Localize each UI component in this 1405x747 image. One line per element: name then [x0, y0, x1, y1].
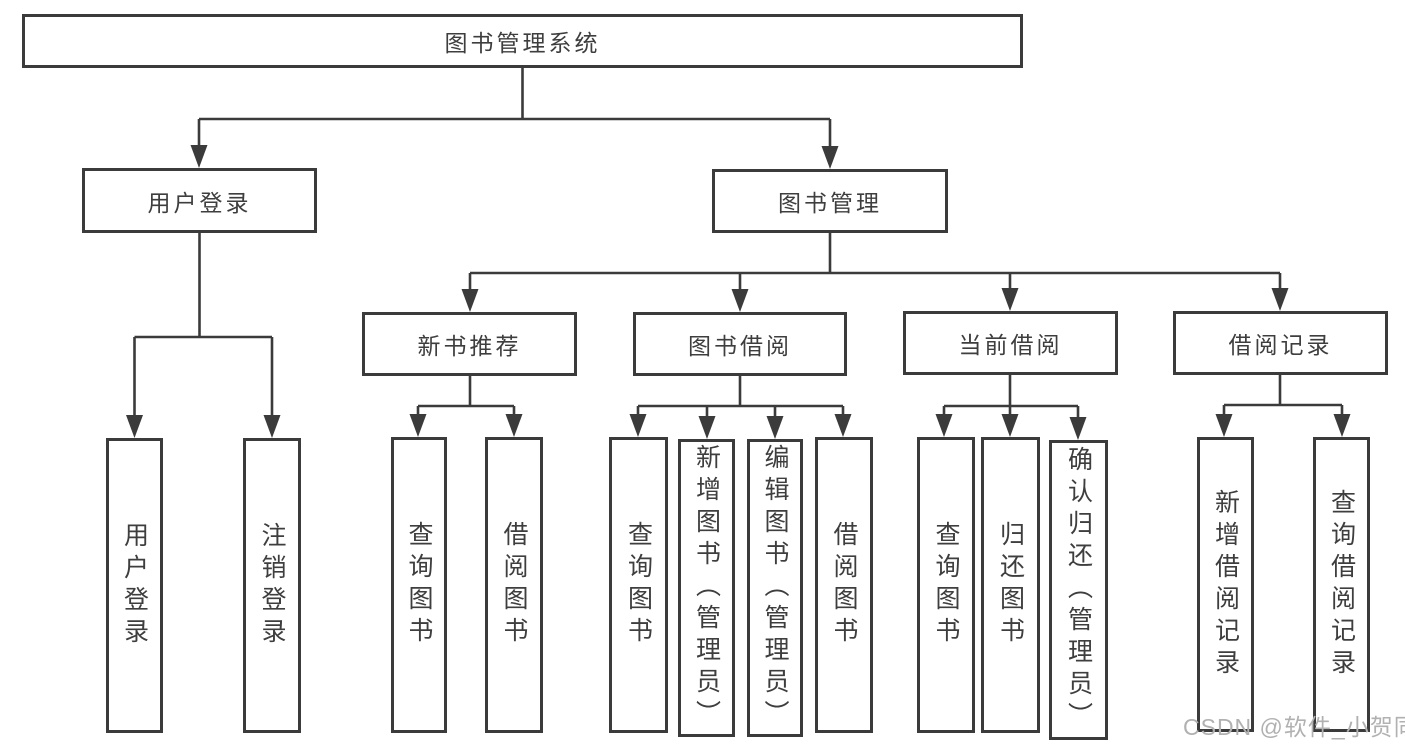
node-book-management: 图书管理 [712, 169, 948, 233]
node-current-borrowing: 当前借阅 [903, 311, 1118, 375]
node-user-login: 用户登录 [82, 168, 317, 233]
leaf-user-login: 用户登录 [106, 438, 163, 733]
leaf-return-books: 归还图书 [981, 437, 1040, 733]
leaf-query-books-3: 查询图书 [917, 437, 975, 733]
node-label: 新书推荐 [417, 333, 522, 359]
node-label: 用户登录 [147, 189, 252, 216]
node-borrow-records: 借阅记录 [1173, 311, 1388, 375]
node-label: 编辑图书（管理员） [761, 444, 789, 732]
node-label: 注销登录 [258, 521, 286, 650]
node-new-book-recommend: 新书推荐 [362, 312, 577, 376]
node-label: 借阅图书 [500, 521, 528, 649]
node-label: 用户登录 [120, 521, 149, 650]
node-label: 借阅图书 [830, 521, 858, 649]
node-label: 查询图书 [624, 521, 653, 649]
node-label: 归还图书 [996, 521, 1025, 649]
node-label: 图书管理 [778, 190, 882, 216]
leaf-add-books-admin: 新增图书（管理员） [678, 439, 735, 737]
node-label: 图书管理系统 [444, 30, 601, 56]
node-label: 查询图书 [932, 521, 960, 649]
leaf-borrow-books-1: 借阅图书 [485, 437, 543, 733]
leaf-query-borrow-record: 查询借阅记录 [1313, 437, 1370, 732]
node-label: 当前借阅 [958, 332, 1063, 358]
csdn-watermark: CSDN @软件_小贺同学 [1183, 714, 1405, 740]
node-label: 图书借阅 [688, 333, 792, 359]
leaf-query-books-2: 查询图书 [609, 437, 668, 733]
leaf-confirm-return-admin: 确认归还（管理员） [1049, 440, 1108, 740]
arrowheads [126, 145, 1351, 440]
node-label: 借阅记录 [1228, 332, 1333, 358]
leaf-query-books-1: 查询图书 [391, 437, 447, 733]
leaf-logout: 注销登录 [243, 438, 301, 733]
node-book-borrowing: 图书借阅 [633, 312, 847, 376]
node-label: 查询借阅记录 [1327, 488, 1356, 681]
node-library-system: 图书管理系统 [22, 14, 1023, 68]
leaf-add-borrow-record: 新增借阅记录 [1197, 437, 1254, 732]
node-label: 新增借阅记录 [1211, 488, 1240, 681]
node-label: 确认归还（管理员） [1064, 446, 1093, 734]
leaf-edit-books-admin: 编辑图书（管理员） [747, 439, 803, 737]
node-label: 新增图书（管理员） [692, 444, 721, 732]
node-label: 查询图书 [405, 521, 433, 649]
leaf-borrow-books-2: 借阅图书 [815, 437, 873, 733]
